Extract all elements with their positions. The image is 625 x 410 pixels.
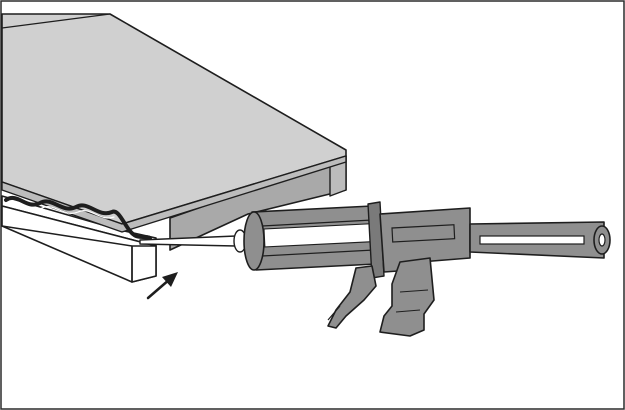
gun-cartridge-stripe [261, 219, 373, 227]
support-rail-end [131, 245, 157, 283]
gun-handle [379, 257, 435, 337]
gun-trigger [327, 265, 377, 329]
gun-rod-ring-hole [598, 233, 606, 247]
sealant-bead-highlight [7, 202, 115, 219]
gun-cartridge-front [243, 211, 265, 271]
panel [1, 13, 347, 251]
panel-front-edge [1, 155, 347, 233]
pointer-arrow [146, 272, 178, 300]
gun-rod-slot [479, 235, 585, 245]
gun-trigger-edge [327, 305, 341, 321]
gun-handle-ridge [399, 289, 429, 293]
panel-left-edge [1, 13, 111, 29]
gun-cartridge-stripe [261, 249, 375, 257]
caulking-gun [139, 201, 611, 337]
support-rail-edge [1, 225, 133, 247]
gun-handle-ridge [395, 309, 421, 313]
sealant-bead [4, 196, 152, 240]
gun-body-slot [391, 224, 456, 243]
